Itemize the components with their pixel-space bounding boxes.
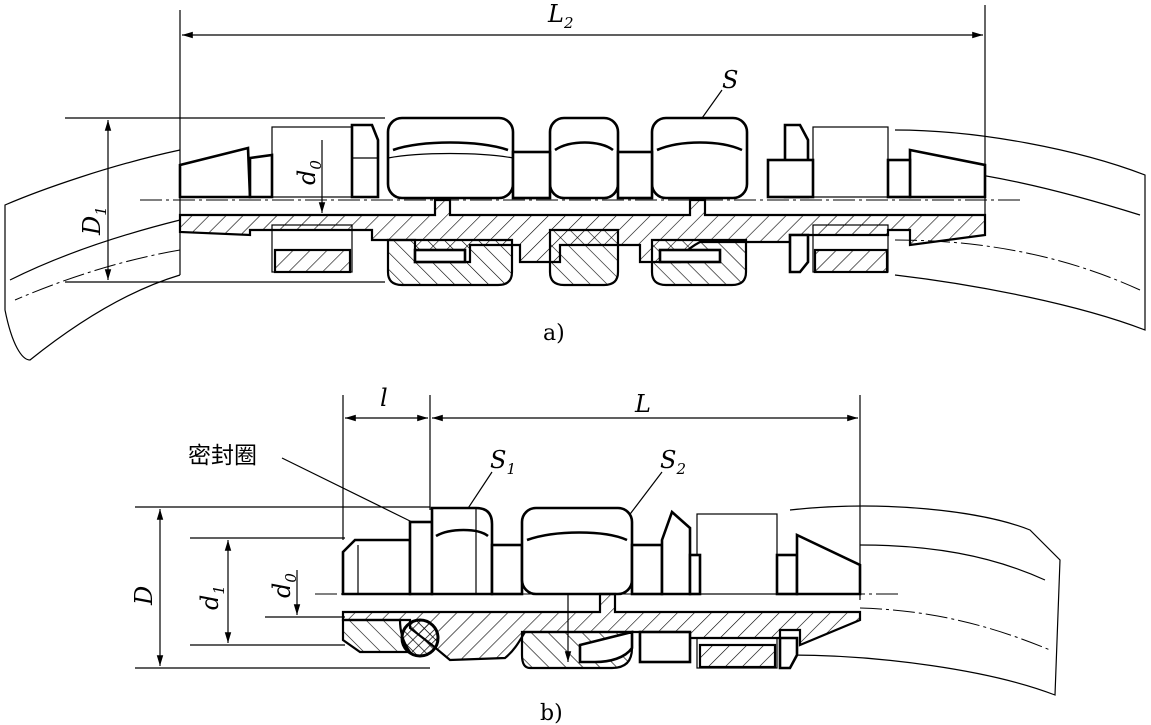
- view-a: L2 D1 d0 S: [4, 0, 1146, 361]
- nut-3: [650, 116, 749, 200]
- nut-s2: [520, 506, 634, 596]
- caption-a: a): [543, 321, 565, 346]
- caption-b: b): [540, 701, 563, 725]
- dim-label-l: l: [380, 384, 388, 412]
- seal-ring-label: 密封圈: [188, 443, 257, 469]
- nut-1: [386, 116, 515, 200]
- nut-section-2: [548, 228, 620, 287]
- view-b: l L 密封圈 S1 S2 D d1 d0 D1: [130, 384, 1061, 725]
- seal-ring: [400, 618, 440, 658]
- dim-label-s-a: S: [722, 66, 738, 94]
- dim-label-s1: S1: [490, 446, 516, 478]
- dim-label-L: L: [634, 390, 651, 418]
- dim-label-s2: S2: [660, 446, 686, 478]
- nut-s1: [430, 506, 494, 596]
- dim-label-d0-a: d0: [293, 160, 325, 185]
- hex-phantom-b: [696, 513, 778, 595]
- nut-2: [548, 116, 620, 200]
- right-hex-phantom: [812, 126, 889, 198]
- dim-label-d1-a: D1: [78, 206, 110, 236]
- dim-label-D: D: [130, 586, 158, 606]
- right-hose: [894, 129, 1146, 331]
- dim-label-d1: d1: [196, 585, 228, 610]
- left-hose: [4, 149, 181, 361]
- right-hose-b: [789, 505, 1061, 696]
- dim-label-l2: L2: [547, 0, 573, 32]
- dim-label-d0-b: d0: [268, 573, 300, 598]
